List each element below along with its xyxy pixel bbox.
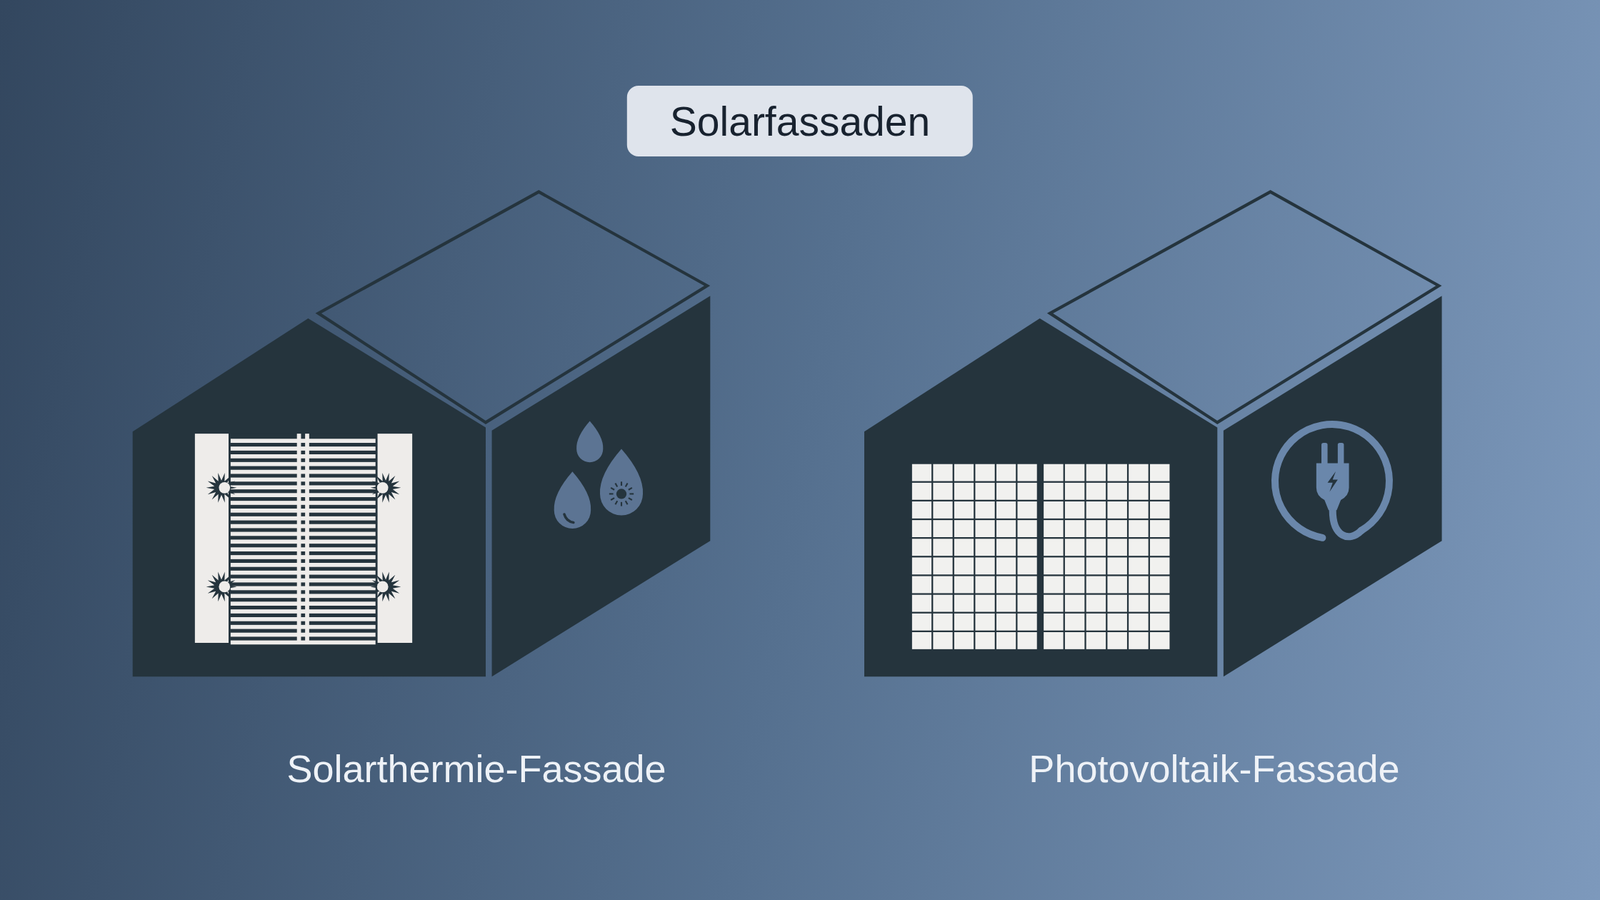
pv-modules bbox=[912, 464, 1170, 650]
sun-symbols bbox=[206, 472, 402, 602]
collector-strip bbox=[195, 433, 229, 643]
collector-manifold bbox=[297, 433, 302, 643]
water-drops-icon bbox=[554, 421, 643, 529]
collector-tubes bbox=[230, 438, 376, 645]
thermal-collector bbox=[195, 433, 413, 643]
house-thermal bbox=[132, 192, 711, 678]
collector-manifold bbox=[305, 433, 310, 643]
collector-strip bbox=[377, 433, 413, 643]
plug-icon bbox=[1275, 424, 1390, 538]
house-side bbox=[492, 295, 711, 677]
house-front bbox=[132, 318, 486, 677]
title: Solarfassaden bbox=[627, 85, 973, 157]
house-label: Photovoltaik-Fassade bbox=[1028, 746, 1400, 791]
house-side bbox=[1223, 295, 1443, 677]
house-pv bbox=[864, 192, 1443, 678]
house-front bbox=[864, 318, 1218, 677]
house-label: Solarthermie-Fassade bbox=[286, 746, 666, 791]
